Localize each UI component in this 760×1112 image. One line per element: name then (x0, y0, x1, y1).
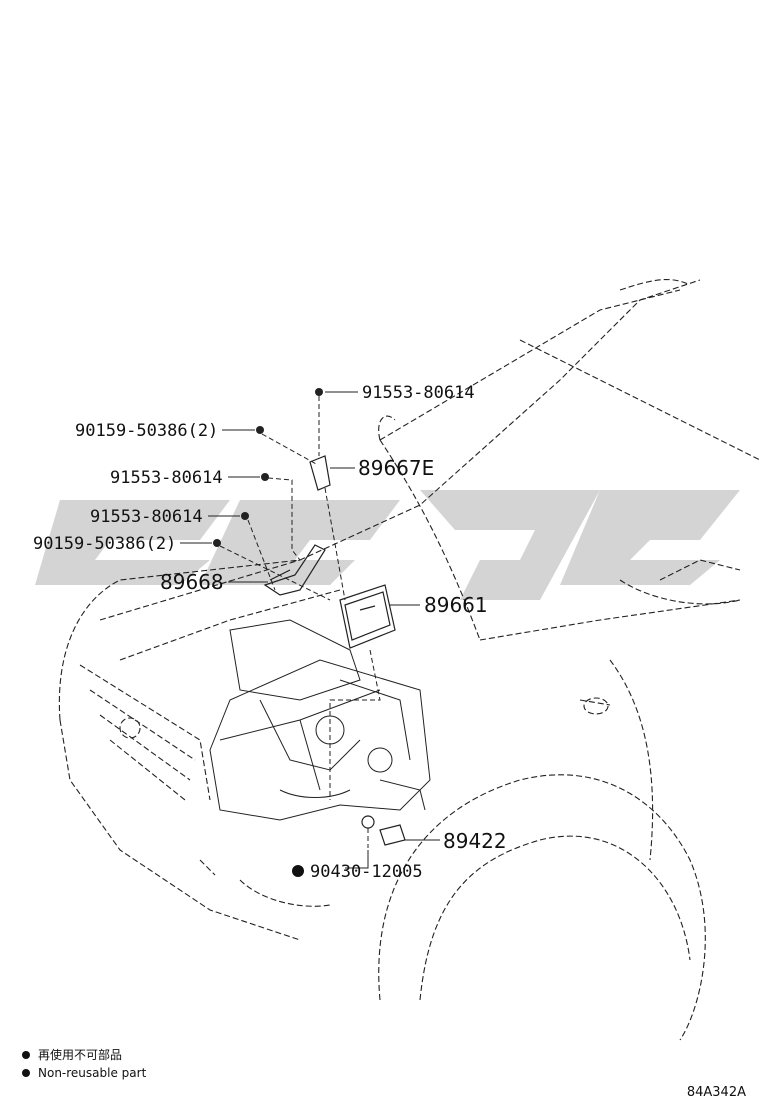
legend-text-ja: 再使用不可部品 (38, 1048, 123, 1062)
part-label-89667e: 89667E (358, 456, 434, 480)
non-reusable-marker (292, 865, 304, 877)
ecu-module (339, 584, 396, 649)
assembly-lines (219, 396, 381, 848)
part-label-90430-12005: 90430-12005 (310, 862, 423, 882)
bullet-icon (22, 1051, 30, 1059)
legend-row-en: Non-reusable part (22, 1064, 146, 1082)
part-label-89422: 89422 (443, 829, 507, 853)
part-label-89668: 89668 (160, 570, 224, 594)
engine-assembly (209, 619, 431, 821)
part-label-91553-80614-lower: 91553-80614 (90, 507, 203, 527)
bullet-icon (22, 1069, 30, 1077)
leader-lines (180, 391, 440, 869)
part-label-90159-50386-upper: 90159-50386(2) (75, 421, 218, 441)
bolts (213, 388, 323, 547)
diagram-code: 84A342A (686, 1085, 746, 1100)
watermark-logo (35, 490, 740, 600)
part-label-90159-50386-lower: 90159-50386(2) (33, 534, 176, 554)
legend: 再使用不可部品 Non-reusable part (22, 1046, 146, 1082)
part-label-89661: 89661 (424, 593, 488, 617)
bracket-89667e (309, 455, 331, 491)
part-label-91553-80614-top: 91553-80614 (362, 383, 475, 403)
legend-row-ja: 再使用不可部品 (22, 1046, 146, 1064)
vehicle-outline (58, 279, 760, 1041)
legend-text-en: Non-reusable part (38, 1066, 147, 1080)
part-label-91553-80614-mid: 91553-80614 (110, 468, 223, 488)
